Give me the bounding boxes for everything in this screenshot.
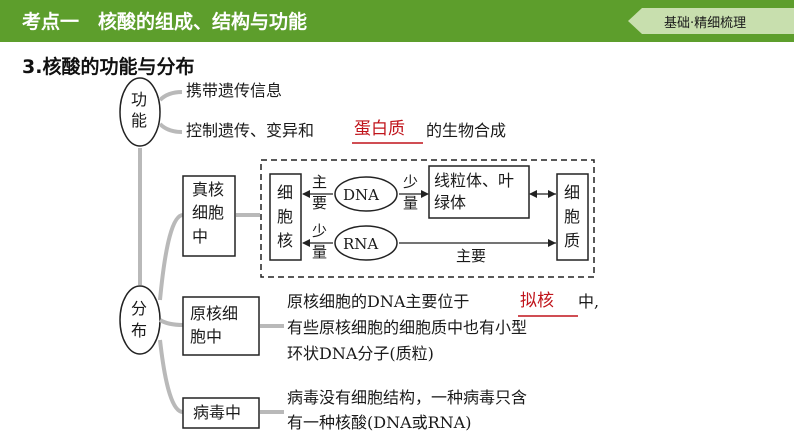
prokaryote-label-1: 原核细	[190, 304, 239, 323]
cytoplasm-label-2: 胞	[564, 207, 581, 226]
function-label-2: 能	[131, 111, 148, 130]
main-label-1b: 要	[312, 194, 328, 212]
eukaryote-label-1: 真核	[192, 180, 225, 199]
less-label-1b: 量	[403, 194, 419, 212]
rna-ellipse	[334, 225, 398, 261]
function-branch-1	[158, 90, 183, 102]
prokaryote-desc-prefix: 原核细胞的DNA主要位于	[287, 292, 470, 311]
organelles-label-1: 线粒体、叶	[434, 171, 515, 190]
prokaryote-label-2: 胞中	[190, 327, 223, 346]
header-title: 考点一 核酸的组成、结构与功能	[22, 11, 308, 33]
less-label-2b: 量	[312, 243, 328, 261]
function-label-1: 功	[131, 90, 148, 109]
virus-desc-line1: 病毒没有细胞结构，一种病毒只含	[287, 388, 528, 407]
virus-box	[182, 397, 260, 429]
eukaryote-label-2: 细胞	[192, 203, 225, 222]
dashed-frame	[260, 159, 595, 278]
eukaryote-box	[182, 175, 236, 257]
distribution-branch-1	[158, 213, 184, 301]
prokaryote-box	[182, 296, 260, 356]
function-branch-2	[158, 122, 183, 134]
organelles-box	[428, 165, 530, 219]
dna-label: DNA	[343, 186, 379, 204]
nucleus-box	[269, 173, 302, 261]
prokaryote-desc-line2: 有些原核细胞的细胞质中也有小型	[287, 318, 528, 337]
prokaryote-desc-line3: 环状DNA分子(质粒)	[287, 344, 434, 363]
arrowhead-organelles-right	[548, 190, 556, 198]
main-label-1a: 主	[312, 173, 328, 191]
nucleus-label-2: 胞	[277, 207, 294, 226]
function-item-2-prefix: 控制遗传、变异和	[186, 121, 315, 140]
header-tag	[628, 8, 794, 34]
cytoplasm-label-3: 质	[564, 231, 581, 250]
prokaryote-desc-suffix: 中,	[578, 292, 600, 311]
arrowhead-dna-organelles	[421, 190, 429, 198]
cytoplasm-label-1: 细	[564, 183, 581, 202]
less-label-2a: 少	[312, 222, 328, 240]
organelles-label-2: 绿体	[434, 193, 467, 212]
dna-ellipse	[334, 176, 398, 212]
main-label-2: 主要	[456, 247, 487, 265]
section-title: 3.核酸的功能与分布	[22, 56, 195, 78]
distribution-branch-2	[158, 318, 184, 327]
arrowhead-organelles-left	[529, 190, 537, 198]
function-ellipse	[119, 77, 161, 147]
virus-desc-line2: 有一种核酸(DNA或RNA)	[287, 413, 472, 432]
nucleus-label-1: 细	[277, 183, 294, 202]
nucleus-label-3: 核	[277, 231, 294, 250]
function-item-1: 携带遗传信息	[186, 81, 283, 100]
distribution-label-1: 分	[131, 299, 148, 318]
less-label-1a: 少	[403, 173, 419, 191]
header-tag-label: 基础·精细梳理	[664, 16, 747, 31]
arrowhead-dna-nucleus	[302, 190, 310, 198]
function-item-2-suffix: 的生物合成	[426, 121, 507, 140]
virus-label: 病毒中	[193, 403, 242, 422]
rna-label: RNA	[343, 235, 379, 253]
arrowhead-rna-nucleus	[302, 239, 310, 247]
distribution-branch-3	[158, 339, 184, 414]
arrowhead-rna-cytoplasm	[548, 239, 556, 247]
function-answer-protein: 蛋白质	[354, 119, 405, 139]
cytoplasm-box	[556, 173, 589, 261]
eukaryote-label-3: 中	[192, 227, 209, 246]
prokaryote-answer-nucleoid: 拟核	[520, 291, 554, 311]
distribution-label-2: 布	[131, 321, 148, 340]
